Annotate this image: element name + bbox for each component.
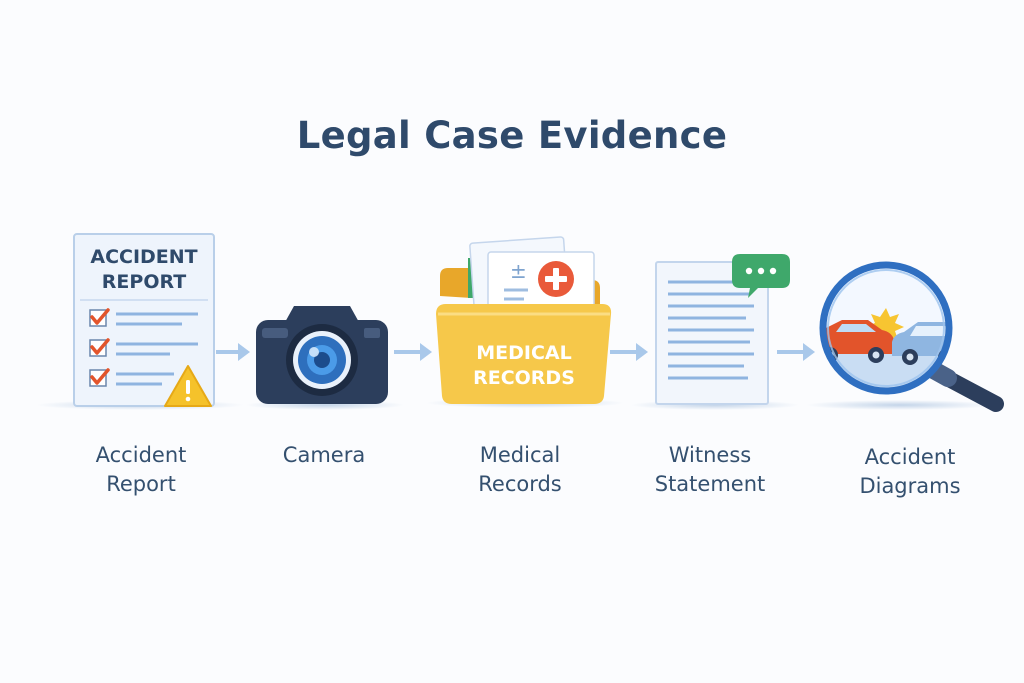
item-label-accident-report: Accident Report [51,441,231,499]
report-heading-line2: REPORT [102,271,186,293]
checkbox-icon [89,338,110,357]
checkbox-icon [89,368,110,387]
label-line: Accident [95,443,187,467]
ground-shadow [245,400,405,410]
ground-shadow [805,400,995,410]
label-line: Diagrams [859,474,961,498]
arrow-right-icon [216,343,250,361]
witness-statement-icon [655,254,790,405]
arrow-right-icon [610,343,648,361]
label-line: Witness [668,443,752,467]
medical-records-folder-icon: ± MEDICAL RECORDS [436,236,612,404]
label-line: Records [478,472,562,496]
svg-text:±: ± [510,259,527,283]
label-line: Statement [654,472,766,496]
folder-label-line2: RECORDS [473,367,575,389]
magnifier-car-crash-icon [819,261,1004,412]
label-line: Accident [864,445,956,469]
report-heading-line1: ACCIDENT [90,246,197,268]
chat-bubble-icon [732,254,790,298]
item-label-accident-diagrams: Accident Diagrams [820,443,1000,501]
accident-report-icon: ACCIDENT REPORT [73,233,215,407]
warning-icon [164,365,212,407]
item-label-camera: Camera [234,441,414,470]
medical-cross-icon [538,261,574,297]
folder-label-line1: MEDICAL [476,342,571,364]
label-line: Camera [282,443,366,467]
arrow-right-icon [777,343,815,361]
page-title: Legal Case Evidence [296,114,728,157]
label-line: Medical [479,443,561,467]
camera-icon [256,306,388,404]
item-label-medical-records: Medical Records [430,441,610,499]
item-label-witness-statement: Witness Statement [620,441,800,499]
checkbox-icon [89,308,110,327]
arrow-right-icon [394,343,432,361]
label-line: Report [106,472,176,496]
